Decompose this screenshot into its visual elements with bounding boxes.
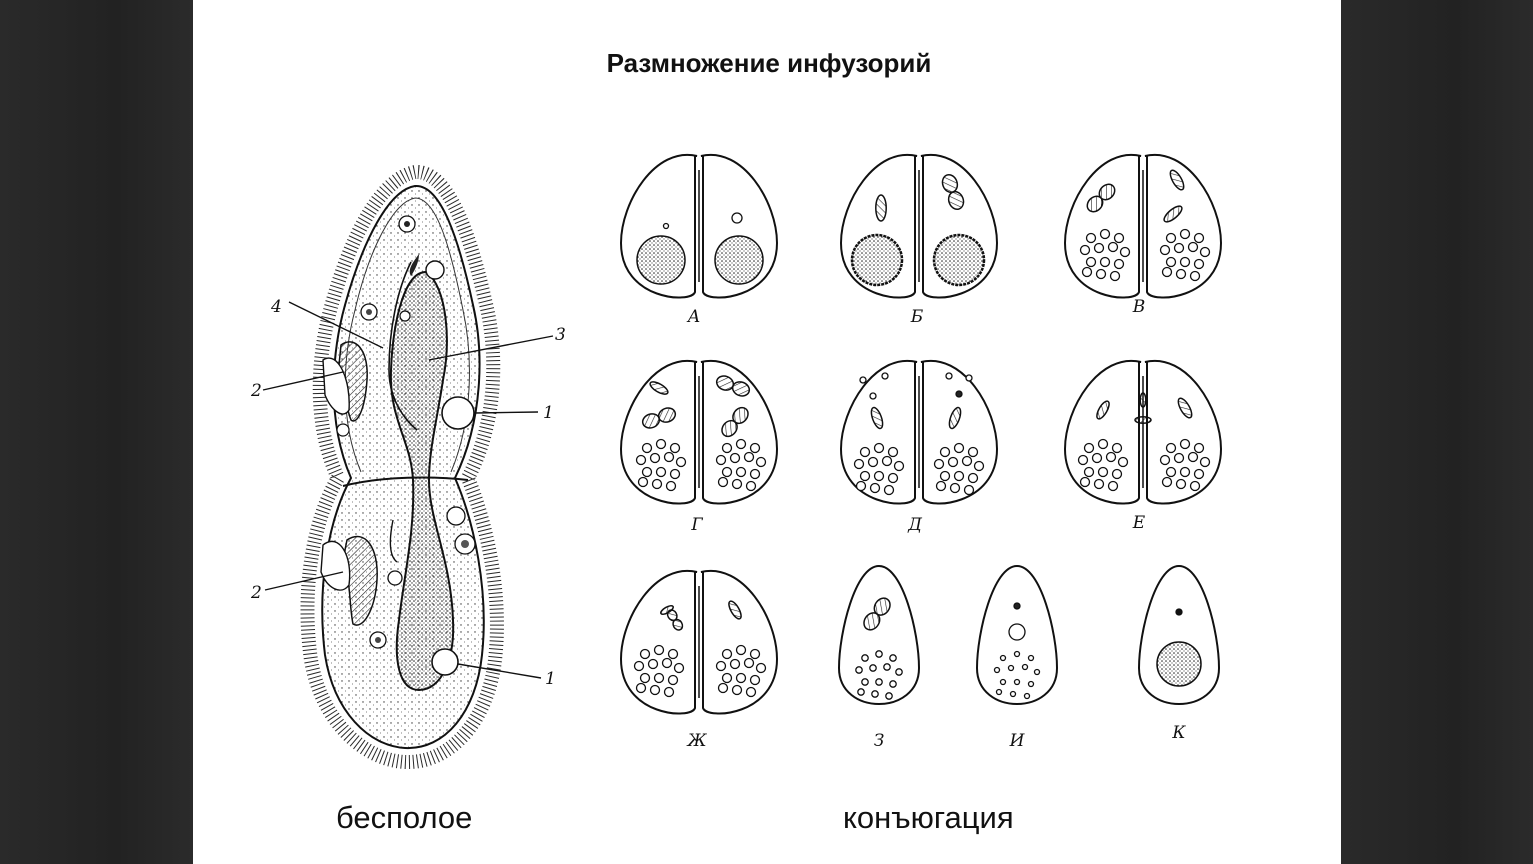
stage-label-7: Ж	[686, 731, 707, 751]
stage-label-6: Е	[1132, 513, 1146, 533]
stage-label-9: И	[1009, 731, 1026, 751]
stage-label-1: А	[687, 307, 701, 327]
stage-k	[1137, 564, 1221, 705]
stage-label-10: К	[1171, 723, 1186, 743]
slide-title: Размножение инфузорий	[606, 48, 932, 78]
stage-label-4: Г	[690, 515, 703, 535]
label-1-bottom: 1	[545, 669, 556, 689]
stage-d	[839, 359, 999, 505]
label-4: 4	[270, 297, 282, 317]
right-dark-border	[1341, 0, 1533, 864]
stage-z	[837, 564, 921, 705]
conjugation-stages: А Б В Г Д Е Ж З И К	[619, 153, 1223, 751]
label-3: 3	[555, 325, 566, 345]
stage-label-2: Б	[910, 307, 924, 327]
stage-b	[839, 153, 999, 299]
left-dark-border	[0, 0, 193, 864]
label-1-top: 1	[543, 403, 554, 423]
stage-v	[1063, 153, 1223, 299]
slide: Размножение инфузорий	[193, 0, 1341, 864]
stage-i	[975, 564, 1059, 705]
stage-a	[619, 153, 779, 299]
stage-g	[619, 359, 779, 505]
stage-zh	[619, 569, 779, 715]
stage-label-8: З	[874, 731, 885, 751]
label-2-top: 2	[250, 381, 262, 401]
label-2-bottom: 2	[250, 583, 262, 603]
stage-label-5: Д	[907, 515, 923, 535]
illustration: 4 3 2 1 2 1 А Б В Г Д Е Ж З И К	[250, 153, 1223, 770]
stage-label-3: В	[1132, 297, 1146, 317]
paramecium-dividing: 4 3 2 1 2 1	[250, 165, 566, 770]
caption-conjugation: конъюгация	[843, 800, 1014, 835]
stage-e	[1063, 359, 1223, 505]
caption-asexual: бесполое	[336, 800, 473, 835]
